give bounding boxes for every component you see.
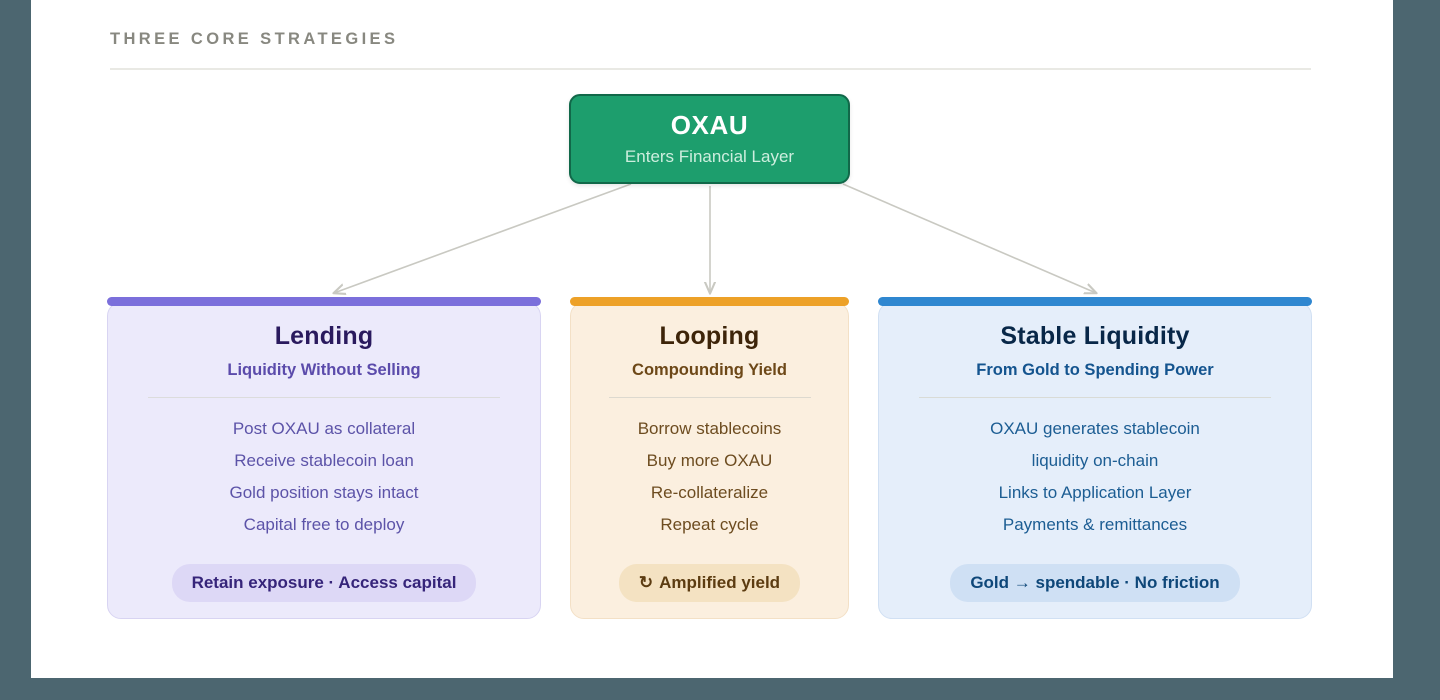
list-item: Post OXAU as collateral	[232, 418, 416, 438]
strategy-card-lending[interactable]: Lending Liquidity Without Selling Post O…	[107, 297, 541, 620]
root-node-subtitle: Enters Financial Layer	[624, 146, 795, 166]
list-item: Links to Application Layer	[998, 482, 1192, 502]
card-title: Stable Liquidity	[1000, 322, 1190, 350]
card-accent-bar	[570, 297, 849, 306]
list-item: Capital free to deploy	[243, 514, 405, 534]
badge-label: Retain exposure · Access capital	[191, 572, 457, 592]
loop-refresh-icon: ↻	[638, 572, 654, 592]
card-divider	[608, 396, 811, 398]
page-title: THREE CORE STRATEGIES	[110, 30, 399, 48]
card-subtitle: Compounding Yield	[632, 360, 787, 379]
root-node-oxau[interactable]: OXAU Enters Financial Layer	[569, 94, 850, 184]
card-subtitle: From Gold to Spending Power	[976, 360, 1214, 379]
card-badge: ↻Amplified yield	[618, 563, 801, 603]
list-item: Buy more OXAU	[646, 450, 773, 470]
card-divider	[148, 396, 500, 398]
badge-label: Gold → spendable · No friction	[970, 572, 1220, 592]
list-item: Gold position stays intact	[229, 482, 419, 502]
list-item: Repeat cycle	[660, 514, 759, 534]
list-item: Receive stablecoin loan	[234, 450, 414, 470]
section-header: THREE CORE STRATEGIES	[110, 30, 1311, 70]
list-item: OXAU generates stablecoin	[990, 418, 1200, 438]
list-item: Re-collateralize	[650, 482, 769, 502]
list-item: Borrow stablecoins	[637, 418, 782, 438]
strategy-card-looping[interactable]: Looping Compounding Yield Borrow stablec…	[570, 297, 849, 620]
list-item: liquidity on-chain	[1031, 450, 1159, 470]
connector-arrows	[31, 183, 1393, 678]
list-item: Payments & remittances	[1002, 514, 1188, 534]
card-title: Looping	[659, 322, 760, 350]
card-divider	[919, 396, 1271, 398]
card-feature-list: OXAU generates stablecoin liquidity on-c…	[899, 413, 1291, 541]
card-subtitle: Liquidity Without Selling	[227, 360, 421, 379]
badge-label: Amplified yield	[659, 572, 781, 592]
root-node-title: OXAU	[670, 110, 749, 141]
card-accent-bar	[878, 297, 1312, 306]
strategy-card-stable-liquidity[interactable]: Stable Liquidity From Gold to Spending P…	[878, 297, 1312, 620]
slide-canvas: THREE CORE STRATEGIES OXAU Enters Financ…	[31, 0, 1393, 678]
card-accent-bar	[107, 297, 541, 306]
card-title: Lending	[274, 322, 374, 350]
header-divider	[110, 68, 1311, 70]
arrow-root-to-lending	[334, 183, 632, 293]
card-badge: Gold → spendable · No friction	[950, 563, 1240, 603]
arrow-root-to-stable-liquidity	[842, 183, 1096, 293]
card-feature-list: Borrow stablecoins Buy more OXAU Re-coll…	[591, 413, 828, 541]
card-badge: Retain exposure · Access capital	[171, 563, 477, 603]
card-feature-list: Post OXAU as collateral Receive stableco…	[128, 413, 520, 541]
